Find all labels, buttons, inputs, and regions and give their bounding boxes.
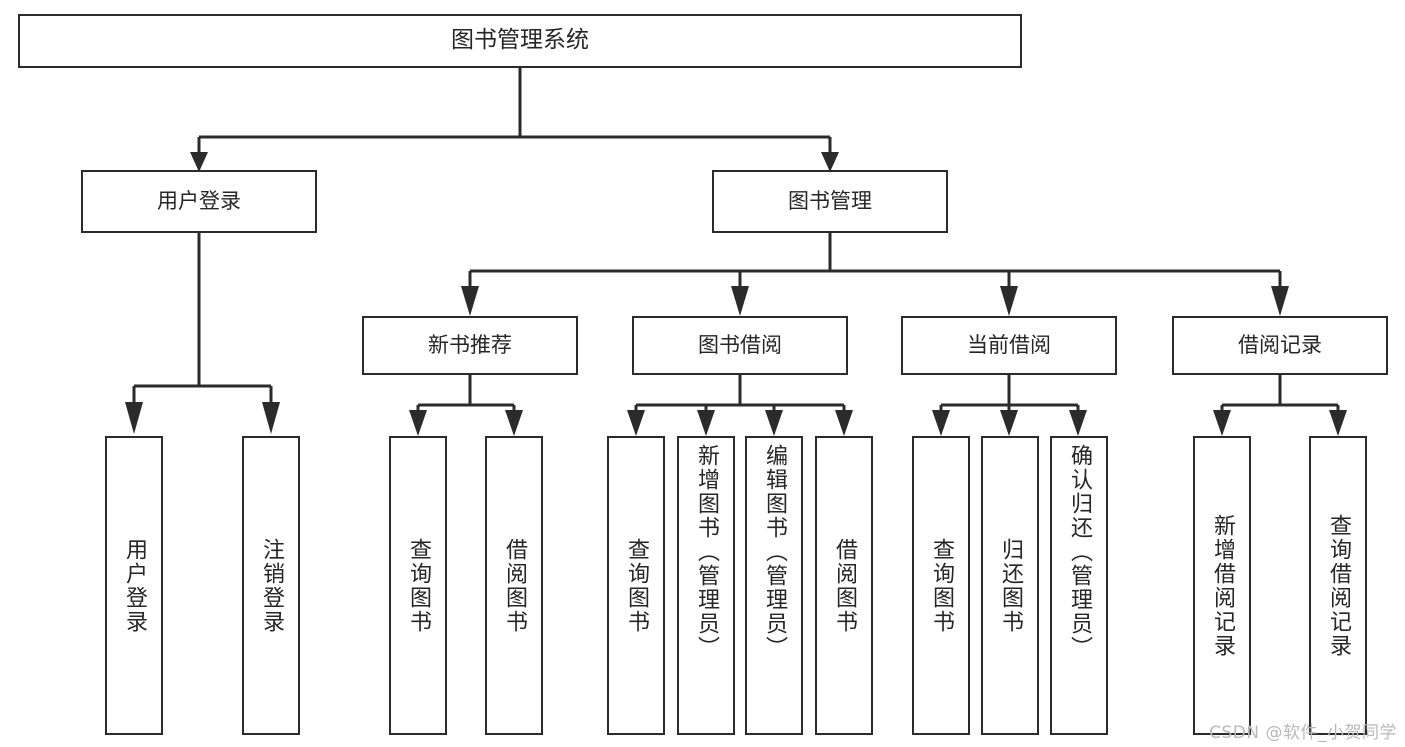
- arrowhead-leaf-query-book-2: [627, 410, 645, 436]
- node-leaf-add-book[interactable]: 新增图书（管理员）: [677, 436, 735, 735]
- node-user-login-label: 用户登录: [157, 189, 241, 214]
- node-leaf-add-record[interactable]: 新增借阅记录: [1193, 436, 1251, 735]
- arrowhead-leaf-query-book-1: [409, 410, 427, 436]
- arrowhead-borrow-record: [1271, 286, 1289, 316]
- node-leaf-query-record[interactable]: 查询借阅记录: [1309, 436, 1367, 735]
- node-leaf-user-logout-label: 注销登录: [259, 537, 284, 634]
- arrowhead-leaf-add-record: [1213, 410, 1231, 436]
- node-leaf-user-logout[interactable]: 注销登录: [242, 436, 300, 735]
- arrowhead-leaf-edit-book: [765, 410, 783, 436]
- node-leaf-query-book-2[interactable]: 查询图书: [607, 436, 665, 735]
- arrowhead-user-login: [190, 152, 208, 172]
- arrowhead-leaf-return-book: [1000, 410, 1018, 436]
- arrowhead-leaf-borrow-book-1: [505, 410, 523, 436]
- node-book-manage[interactable]: 图书管理: [712, 170, 948, 233]
- node-leaf-query-record-label: 查询借阅记录: [1326, 513, 1351, 658]
- node-leaf-query-book-1[interactable]: 查询图书: [389, 436, 447, 735]
- arrowhead-book-borrow: [731, 286, 749, 316]
- csdn-watermark: CSDN @软件_小贺同学: [1209, 723, 1397, 743]
- arrowhead-book-manage: [821, 152, 839, 172]
- node-new-book-rec[interactable]: 新书推荐: [362, 316, 578, 375]
- node-book-borrow[interactable]: 图书借阅: [632, 316, 848, 375]
- arrowhead-leaf-user-logout: [262, 402, 280, 434]
- node-leaf-borrow-book-2-label: 借阅图书: [832, 537, 857, 634]
- arrowhead-leaf-query-book-3: [932, 410, 950, 436]
- node-leaf-confirm-return-label: 确认归还（管理员）: [1067, 444, 1092, 660]
- arrowhead-leaf-confirm-return: [1069, 410, 1087, 436]
- node-leaf-return-book[interactable]: 归还图书: [981, 436, 1039, 735]
- node-leaf-add-book-label: 新增图书（管理员）: [694, 444, 719, 660]
- node-leaf-query-book-3-label: 查询图书: [929, 537, 954, 634]
- arrowhead-leaf-add-book: [697, 410, 715, 436]
- node-leaf-edit-book[interactable]: 编辑图书（管理员）: [745, 436, 803, 735]
- node-leaf-user-login[interactable]: 用户登录: [105, 436, 163, 735]
- node-leaf-return-book-label: 归还图书: [998, 537, 1023, 634]
- node-leaf-borrow-book-1[interactable]: 借阅图书: [485, 436, 543, 735]
- node-leaf-borrow-book-1-label: 借阅图书: [502, 537, 527, 634]
- node-leaf-edit-book-label: 编辑图书（管理员）: [762, 444, 787, 660]
- arrowhead-leaf-query-record: [1329, 410, 1347, 436]
- node-leaf-query-book-1-label: 查询图书: [406, 537, 431, 634]
- node-root[interactable]: 图书管理系统: [18, 14, 1022, 68]
- node-leaf-query-book-3[interactable]: 查询图书: [912, 436, 970, 735]
- node-current-borrow-label: 当前借阅: [967, 333, 1051, 358]
- node-new-book-rec-label: 新书推荐: [428, 333, 512, 358]
- node-root-label: 图书管理系统: [451, 27, 589, 54]
- arrowhead-leaf-user-login: [125, 402, 143, 434]
- node-current-borrow[interactable]: 当前借阅: [901, 316, 1117, 375]
- node-book-manage-label: 图书管理: [788, 189, 872, 214]
- node-borrow-record[interactable]: 借阅记录: [1172, 316, 1388, 375]
- node-book-borrow-label: 图书借阅: [698, 333, 782, 358]
- node-leaf-user-login-label: 用户登录: [122, 537, 147, 634]
- node-leaf-confirm-return[interactable]: 确认归还（管理员）: [1050, 436, 1108, 735]
- node-user-login[interactable]: 用户登录: [81, 170, 317, 233]
- arrowhead-new-book-rec: [461, 286, 479, 316]
- arrowhead-current-borrow: [1000, 286, 1018, 316]
- node-leaf-add-record-label: 新增借阅记录: [1210, 513, 1235, 658]
- arrowhead-leaf-borrow-book-2: [835, 410, 853, 436]
- node-borrow-record-label: 借阅记录: [1238, 333, 1322, 358]
- node-leaf-borrow-book-2[interactable]: 借阅图书: [815, 436, 873, 735]
- node-leaf-query-book-2-label: 查询图书: [624, 537, 649, 634]
